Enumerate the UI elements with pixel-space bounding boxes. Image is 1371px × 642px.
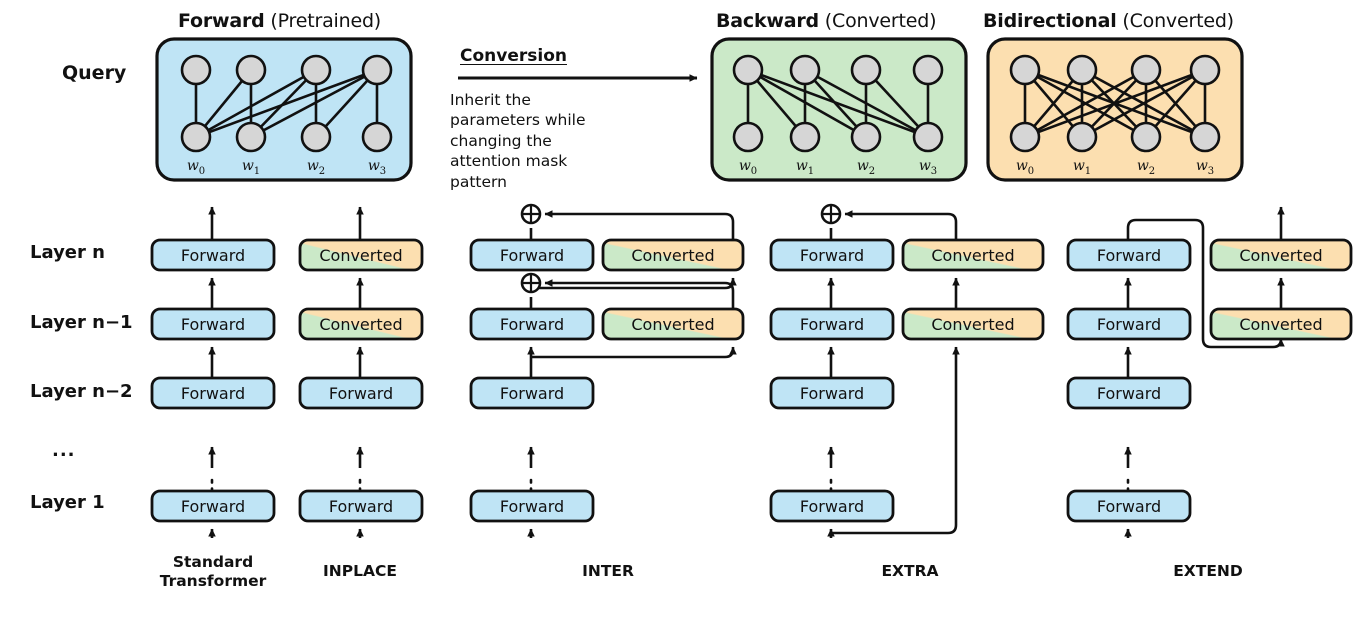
block-extra-converted-upper <box>901 238 1045 272</box>
block-label-extend-converted-lower: Converted <box>1239 315 1323 334</box>
block-inplace-layer-n-2 <box>298 376 424 410</box>
attention-nodes-forward <box>180 54 393 153</box>
block-extra-layer-n-1 <box>769 307 895 341</box>
block-label-inter-layer-1: Forward <box>499 497 565 516</box>
block-label-extend-converted-upper: Converted <box>1239 246 1323 265</box>
block-standard-layer-n-1 <box>150 307 276 341</box>
block-extra-layer-n <box>769 238 895 272</box>
column-label-inter: INTER <box>582 562 634 580</box>
block-extend-layer-n-2 <box>1066 376 1192 410</box>
attention-panel-bidirectional: w0 w1 w2 w3 <box>986 37 1244 182</box>
panel-title-forward: Forward (Pretrained) <box>178 10 381 32</box>
conversion-heading: Conversion <box>460 46 567 66</box>
panel-title-forward-rest: (Pretrained) <box>264 10 382 32</box>
panel-title-backward-rest: (Converted) <box>818 10 937 32</box>
block-label-extend-layer-n-1: Forward <box>1096 315 1162 334</box>
column-extend-arrows <box>1124 206 1285 538</box>
block-inplace-layer-1 <box>298 489 424 523</box>
block-label-extra-layer-n: Forward <box>799 246 865 265</box>
block-extra-layer-1 <box>769 489 895 523</box>
block-label-standard-layer-n-1: Forward <box>180 315 246 334</box>
block-extend-layer-n <box>1066 238 1192 272</box>
block-inter-layer-1 <box>469 489 595 523</box>
attention-nodes-backward <box>732 54 944 153</box>
attention-nodes-bidirectional <box>1009 54 1221 153</box>
row-label-layer-1: Layer 1 <box>30 492 105 513</box>
column-label-extra: EXTRA <box>881 562 939 580</box>
block-extra-layer-n-2 <box>769 376 895 410</box>
block-inter-layer-n-1 <box>469 307 595 341</box>
column-extra-arrows <box>827 204 960 538</box>
column-label-standard: Standard Transformer <box>133 553 293 592</box>
block-label-extend-layer-n: Forward <box>1096 246 1162 265</box>
block-standard-layer-1 <box>150 489 276 523</box>
block-inplace-layer-n-1 <box>298 307 424 341</box>
block-label-extra-layer-n-1: Forward <box>799 315 865 334</box>
row-label-layer-n: Layer n <box>30 242 105 263</box>
block-label-standard-layer-1: Forward <box>180 497 246 516</box>
block-label-extra-converted-lower: Converted <box>931 315 1015 334</box>
column-extra <box>769 203 1045 538</box>
block-label-inter-layer-n-1: Forward <box>499 315 565 334</box>
attention-edges-bidirectional <box>1023 68 1207 139</box>
row-label-layer-n-1: Layer n−1 <box>30 312 133 333</box>
block-label-inplace-layer-1: Forward <box>328 497 394 516</box>
block-label-extra-converted-upper: Converted <box>931 246 1015 265</box>
column-label-standard-line1: Standard <box>172 553 254 571</box>
block-label-extra-layer-1: Forward <box>799 497 865 516</box>
block-label-inter-layer-n-2: Forward <box>499 384 565 403</box>
column-label-extend: EXTEND <box>1173 562 1243 580</box>
column-label-inplace: INPLACE <box>323 562 397 580</box>
column-inplace <box>298 206 424 538</box>
block-label-extend-layer-1: Forward <box>1096 497 1162 516</box>
row-label-ellipsis: ... <box>52 440 76 461</box>
panel-title-bidirectional-bold: Bidirectional <box>983 10 1117 32</box>
panel-title-bidirectional: Bidirectional (Converted) <box>983 10 1234 32</box>
block-label-inplace-layer-n-1: Converted <box>319 315 403 334</box>
panel-title-backward: Backward (Converted) <box>716 10 936 32</box>
panel-title-forward-bold: Forward <box>178 10 265 32</box>
block-extend-layer-n-1 <box>1066 307 1192 341</box>
block-label-standard-layer-n: Forward <box>180 246 246 265</box>
column-standard <box>150 206 276 538</box>
merge-node-inter-upper <box>520 203 542 225</box>
block-inter-layer-n-2 <box>469 376 595 410</box>
merge-node-extra <box>820 203 842 225</box>
block-extend-converted-lower <box>1209 307 1353 341</box>
block-label-inplace-layer-n-2: Forward <box>328 384 394 403</box>
block-inplace-layer-n <box>298 238 424 272</box>
column-extend <box>1066 206 1353 538</box>
block-standard-layer-n-2 <box>150 376 276 410</box>
block-label-standard-layer-n-2: Forward <box>180 384 246 403</box>
panel-title-bidirectional-rest: (Converted) <box>1116 10 1234 32</box>
block-label-inter-converted-upper: Converted <box>631 246 715 265</box>
block-extra-converted-lower <box>901 307 1045 341</box>
block-inter-converted-lower <box>601 307 745 341</box>
attention-panel-forward: w0 w1 w2 w3 <box>155 37 413 182</box>
block-extend-converted-upper <box>1209 238 1353 272</box>
block-inter-converted-upper <box>601 238 745 272</box>
row-label-layer-n-2: Layer n−2 <box>30 381 133 402</box>
block-label-extend-layer-n-2: Forward <box>1096 384 1162 403</box>
block-label-inter-layer-n: Forward <box>499 246 565 265</box>
merge-node-inter-lower <box>520 272 542 294</box>
conversion-body: Inherit the parameters while changing th… <box>450 91 586 191</box>
block-label-inter-converted-lower: Converted <box>631 315 715 334</box>
block-inter-layer-n <box>469 238 595 272</box>
query-label: Query <box>62 62 127 84</box>
column-label-standard-line2: Transformer <box>159 572 267 591</box>
block-extend-layer-1 <box>1066 489 1192 523</box>
block-label-extra-layer-n-2: Forward <box>799 384 865 403</box>
block-label-inplace-layer-n: Converted <box>319 246 403 265</box>
panel-title-backward-bold: Backward <box>716 10 819 32</box>
token-labels-bidirectional: w0 w1 w2 w3 <box>1016 158 1214 177</box>
attention-panel-backward: w0 w1 w2 w3 <box>710 37 968 182</box>
block-standard-layer-n <box>150 238 276 272</box>
column-inter <box>469 203 745 538</box>
